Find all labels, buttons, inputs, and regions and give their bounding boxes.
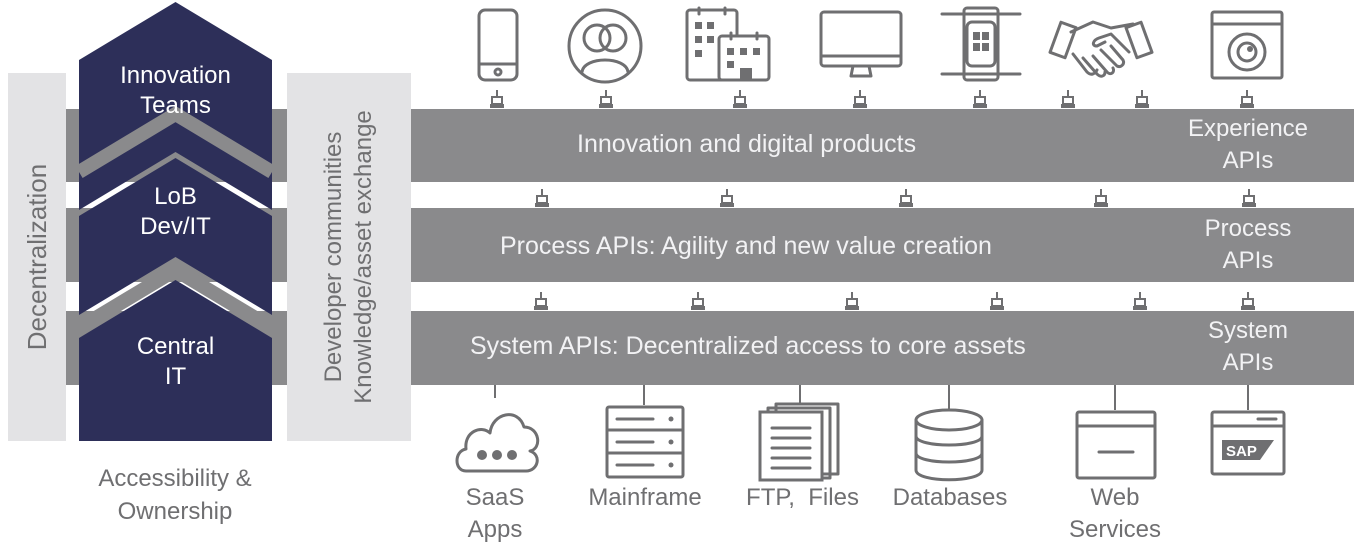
mobile-phone-icon — [477, 8, 519, 82]
chevron-lob-devit — [79, 158, 272, 315]
files-icon — [758, 402, 840, 482]
database-icon — [914, 408, 984, 482]
web-services-icon — [1075, 410, 1157, 480]
people-group-icon — [567, 8, 643, 84]
buildings-icon — [685, 6, 771, 82]
mainframe-icon — [605, 405, 685, 479]
label-databases: Databases — [892, 484, 1008, 511]
label-mainframe: Mainframe — [588, 484, 702, 511]
cloud-saas-icon — [455, 413, 540, 473]
chevron-label-central: Central IT — [136, 333, 215, 390]
developer-communities-bar — [287, 73, 411, 441]
chevron-label-lob: LoB Dev/IT — [140, 183, 211, 240]
band-process — [411, 208, 1354, 282]
decentralization-bar — [8, 73, 66, 441]
band-text-process: Process APIs: Agility and new value crea… — [500, 232, 992, 260]
band-experience — [411, 109, 1354, 182]
sap-icon: SAP — [1210, 410, 1286, 476]
label-ftp-files: FTP, Files — [746, 484, 859, 511]
band-text-system: System APIs: Decentralized access to cor… — [470, 332, 1026, 360]
band-text-experience: Innovation and digital products — [577, 130, 917, 158]
sap-logo-text: SAP — [1226, 443, 1257, 460]
chevron-central-it — [79, 280, 272, 441]
handshake-icon — [1048, 20, 1154, 78]
desktop-monitor-icon — [819, 10, 903, 78]
chevron-label-innovation: Innovation Teams — [120, 62, 231, 119]
band-system — [411, 311, 1354, 385]
kiosk-camera-icon — [1210, 10, 1284, 80]
smartwatch-icon — [940, 6, 1022, 82]
accessibility-ownership-caption: Accessibility & Ownership — [98, 465, 252, 525]
chevron-stack — [79, 2, 272, 441]
